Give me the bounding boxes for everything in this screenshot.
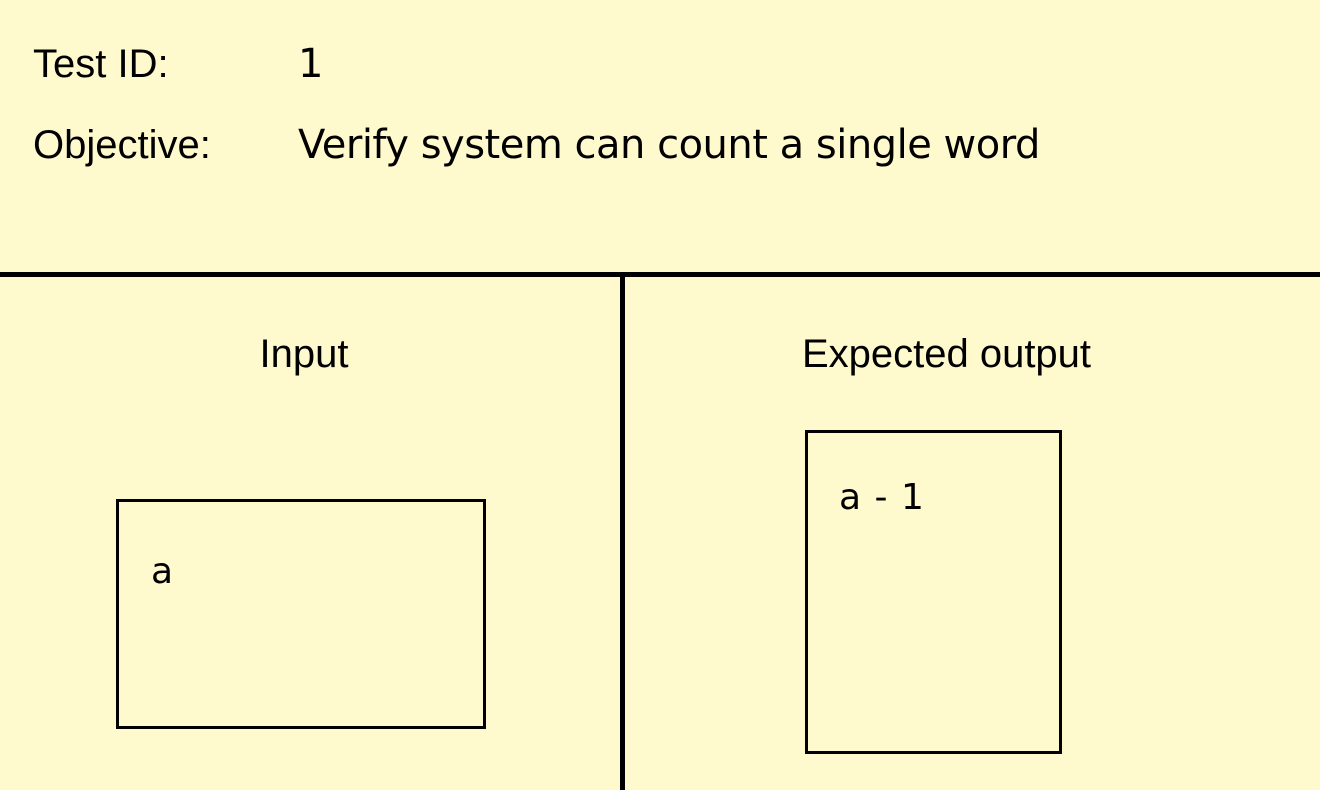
input-box: a xyxy=(116,499,486,729)
horizontal-divider xyxy=(0,272,1320,277)
input-content: a xyxy=(151,551,174,592)
output-content: a - 1 xyxy=(839,477,924,518)
input-panel-title-wrapper: Input xyxy=(0,334,620,374)
input-panel-title: Input xyxy=(259,332,349,376)
output-box: a - 1 xyxy=(805,430,1062,754)
objective-label: Objective: xyxy=(33,123,211,167)
vertical-divider xyxy=(620,272,625,790)
test-id-value: 1 xyxy=(298,41,323,87)
test-id-label: Test ID: xyxy=(33,42,169,86)
objective-value: Verify system can count a single word xyxy=(298,122,1040,168)
output-panel-title: Expected output xyxy=(801,332,1092,376)
